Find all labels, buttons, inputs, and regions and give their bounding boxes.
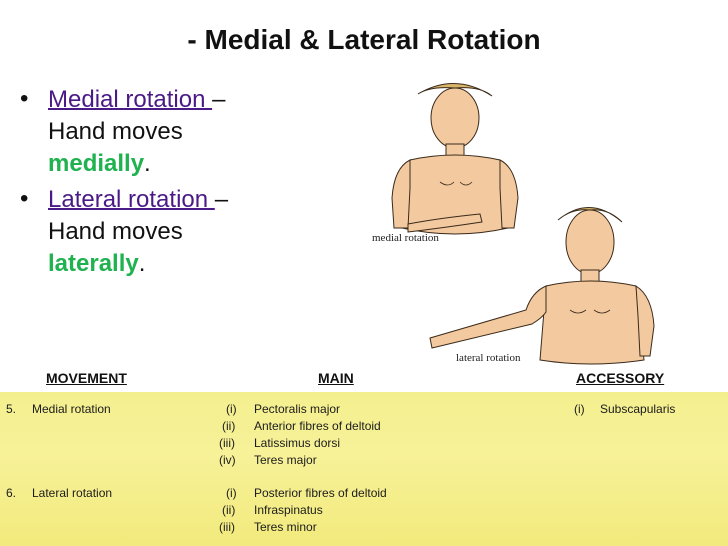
- bullet-dot-icon: •: [20, 185, 29, 212]
- main-roman: (ii): [222, 503, 236, 517]
- bullet-list: • Medial rotation – Hand moves medially.…: [18, 84, 318, 284]
- main-roman: (ii): [222, 419, 236, 433]
- header-movement: MOVEMENT: [46, 370, 127, 386]
- bullet-lateral-rotation: • Lateral rotation – Hand moves laterall…: [18, 184, 318, 280]
- dash: –: [212, 86, 226, 113]
- main-muscle: Latissimus dorsi: [254, 436, 341, 450]
- medial-rotation-caption: medial rotation: [372, 232, 439, 244]
- bullet-dot-icon: •: [20, 85, 29, 112]
- period: .: [144, 150, 151, 177]
- accessory-roman: (i): [574, 402, 585, 416]
- main-roman: (i): [226, 402, 237, 416]
- header-accessory: ACCESSORY: [576, 370, 665, 386]
- header-main: MAIN: [318, 370, 354, 386]
- main-muscle: Pectoralis major: [254, 402, 341, 416]
- period: .: [138, 250, 146, 277]
- direction-medially: medially: [48, 150, 145, 177]
- dash: –: [214, 186, 229, 213]
- main-muscle: Infraspinatus: [254, 503, 323, 517]
- main-roman: (iii): [219, 520, 235, 534]
- muscle-table-scan: 5. Medial rotation (i) Pectoralis major …: [0, 392, 728, 546]
- main-roman: (iv): [219, 453, 236, 467]
- medial-rotation-illustration: [391, 83, 519, 235]
- main-muscle: Anterior fibres of deltoid: [254, 419, 381, 433]
- lateral-rotation-caption: lateral rotation: [456, 352, 521, 364]
- term-medial-rotation: Medial rotation: [48, 86, 213, 113]
- main-muscle: Teres minor: [254, 520, 317, 534]
- bullet-medial-rotation: • Medial rotation – Hand moves medially.: [18, 84, 318, 180]
- main-muscle: Teres major: [254, 453, 317, 467]
- term-lateral-rotation: Lateral rotation: [48, 186, 215, 213]
- accessory-muscle: Subscapularis: [600, 402, 676, 416]
- row-number: 5.: [6, 402, 17, 416]
- lateral-rotation-illustration: [429, 207, 655, 365]
- main-muscle: Posterior fibres of deltoid: [254, 486, 387, 500]
- movement-lateral-rotation: Lateral rotation: [32, 486, 113, 500]
- main-roman: (iii): [219, 436, 235, 450]
- movement-medial-rotation: Medial rotation: [32, 402, 111, 416]
- hand-moves-text: Hand moves: [48, 118, 183, 145]
- direction-laterally: laterally: [48, 250, 139, 277]
- hand-moves-text: Hand moves: [48, 218, 183, 245]
- row-number: 6.: [6, 486, 17, 500]
- main-roman: (i): [226, 486, 237, 500]
- slide-title: - Medial & Lateral Rotation: [187, 24, 541, 55]
